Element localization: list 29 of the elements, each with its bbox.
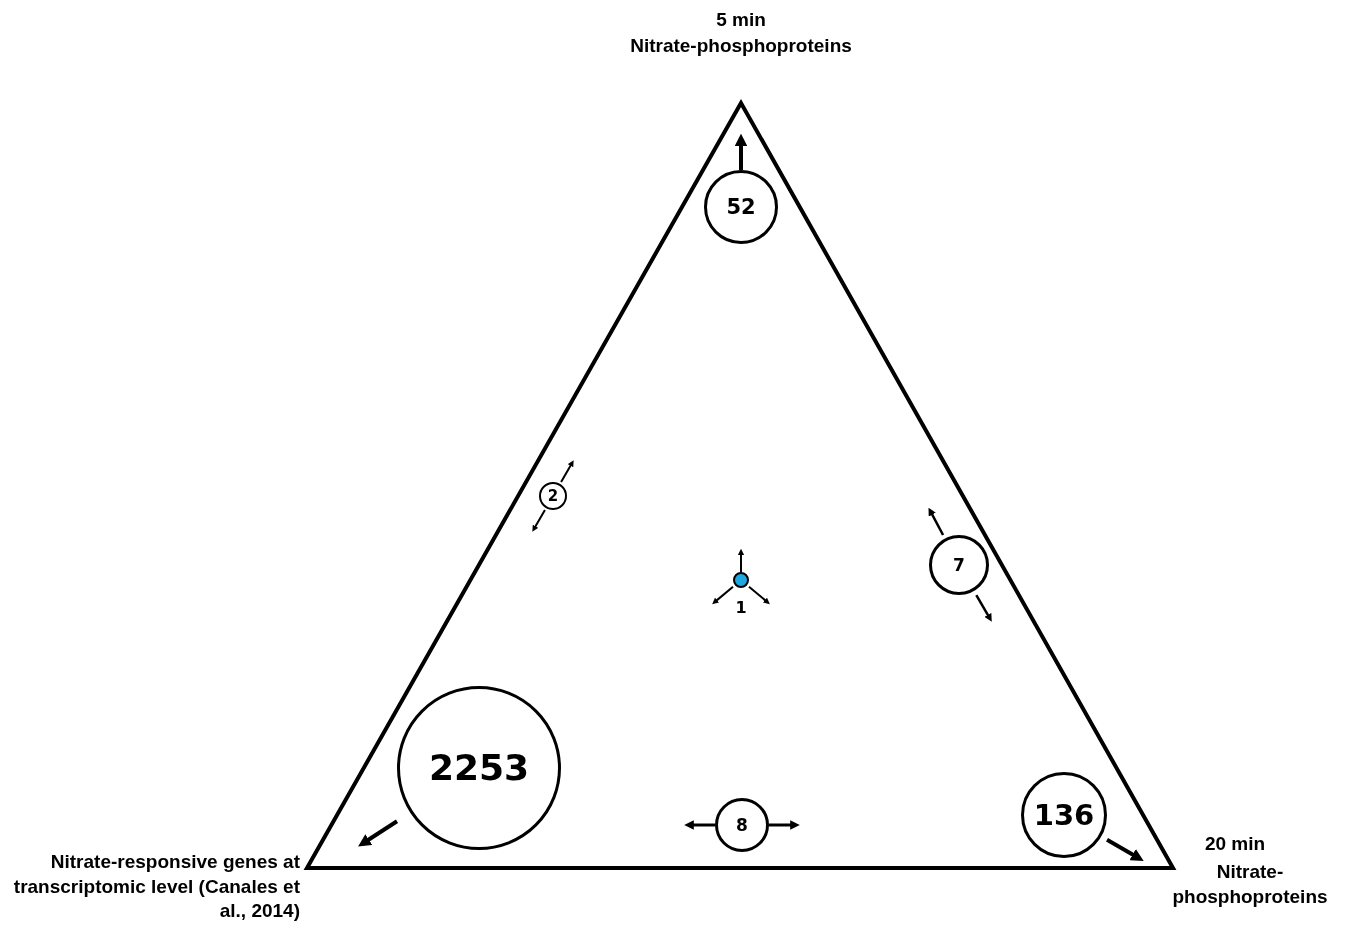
count-number: 8 (736, 816, 748, 834)
axis-label: Nitrate-phosphoproteins (1171, 860, 1329, 909)
count-circle (929, 535, 989, 595)
arrow (712, 585, 734, 605)
count-number: 2253 (428, 750, 530, 786)
count-circle (715, 798, 769, 852)
count-number: 136 (1033, 800, 1095, 830)
axis-label: Nitrate-phosphoproteins (629, 34, 853, 58)
count-number: 2 (547, 488, 559, 504)
arrow (769, 820, 800, 830)
arrow (560, 460, 574, 483)
arrow (734, 133, 748, 170)
arrow (532, 509, 546, 532)
arrow (684, 820, 715, 830)
count-number: 7 (953, 556, 965, 574)
arrow (358, 819, 399, 847)
arrow (1106, 838, 1144, 862)
arrow (975, 594, 992, 622)
count-number: 1 (735, 600, 747, 616)
count-number: 52 (726, 196, 756, 218)
axis-label: Nitrate-responsive genes at transcriptomic level (Canales et al., 2014) (12, 850, 300, 924)
count-circle (704, 170, 778, 244)
count-circle (539, 482, 567, 510)
dot (733, 572, 749, 588)
axis-label: 5 min (715, 8, 767, 32)
axis-label: 20 min (1203, 832, 1267, 856)
arrow (737, 548, 745, 573)
arrow (928, 507, 945, 536)
arrow (748, 585, 770, 605)
